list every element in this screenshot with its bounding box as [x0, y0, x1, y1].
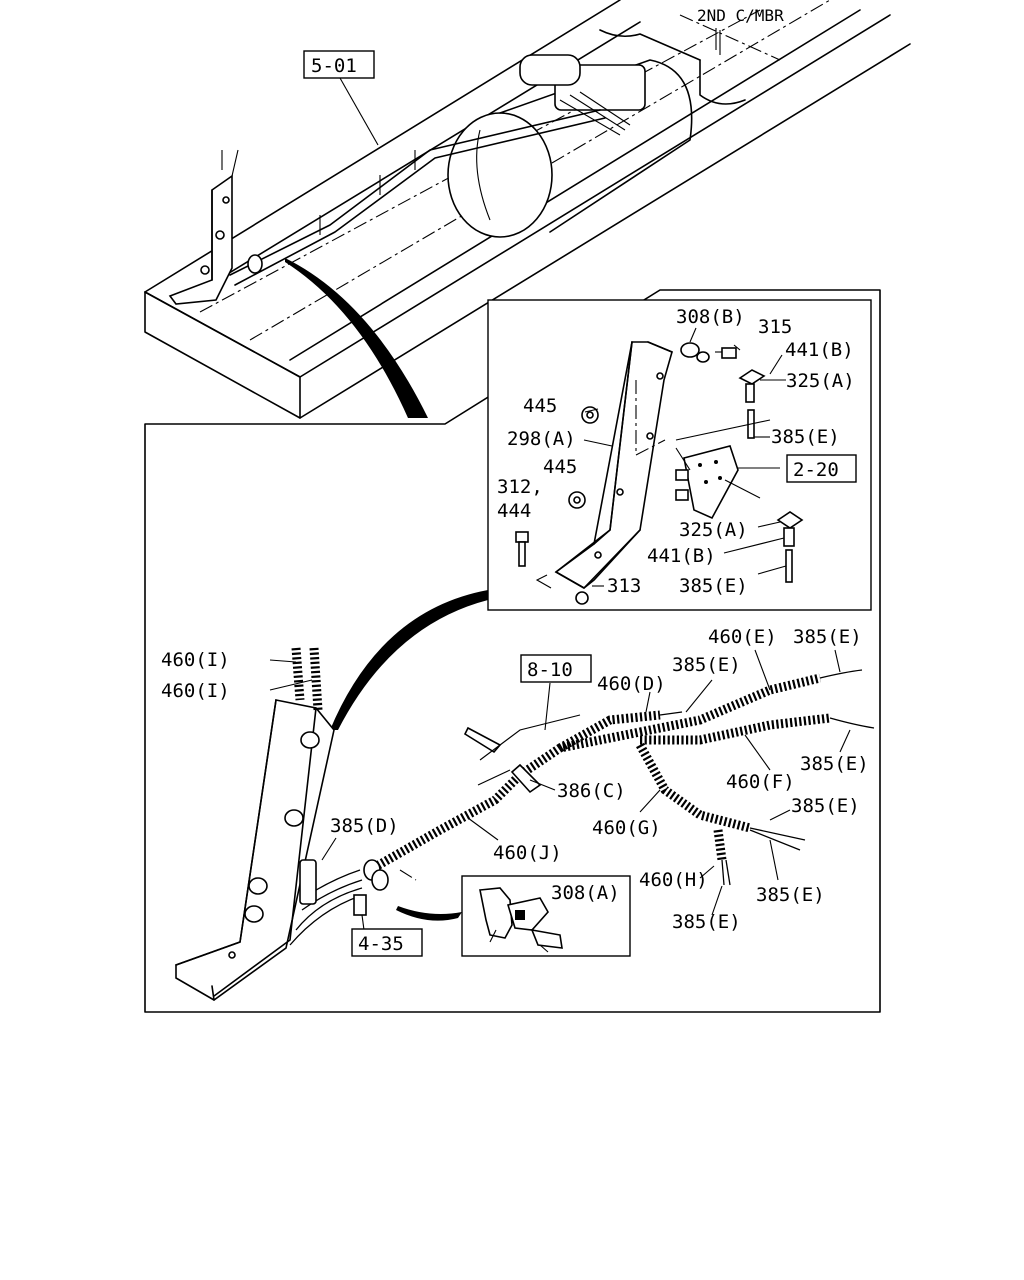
part-444: 444	[497, 500, 531, 522]
part-460i-2: 460(I)	[161, 680, 230, 702]
clip-308a	[479, 887, 563, 953]
inset-leaders	[535, 327, 787, 589]
part-460g: 460(G)	[592, 817, 661, 839]
part-315: 315	[758, 316, 792, 338]
part-385e-e: 385(E)	[756, 884, 825, 906]
part-386c: 386(C)	[557, 780, 626, 802]
part-385e-inset1: 385(E)	[771, 426, 840, 448]
part-308b: 308(B)	[676, 306, 745, 328]
part-460e: 460(E)	[708, 626, 777, 648]
part-385e-c: 385(E)	[800, 753, 869, 775]
part-385e-inset2: 385(E)	[679, 575, 748, 597]
part-313: 313	[607, 575, 641, 597]
part-325a-top: 325(A)	[786, 370, 855, 392]
ref-2-20[interactable]: 2-20	[793, 459, 839, 481]
fuel-tank	[447, 54, 693, 238]
inset-bracket	[554, 341, 673, 589]
part-312: 312,	[497, 476, 543, 498]
ref-5-01[interactable]: 5-01	[311, 55, 357, 77]
part-325a-bot: 325(A)	[679, 519, 748, 541]
part-385e-f: 385(E)	[672, 911, 741, 933]
inset-hardware	[515, 342, 804, 605]
callout-arrow-top	[285, 258, 428, 418]
part-385e-b: 385(E)	[672, 654, 741, 676]
top-bracket	[168, 109, 606, 305]
part-460f: 460(F)	[726, 771, 795, 793]
part-460h: 460(H)	[639, 869, 708, 891]
ref-8-10[interactable]: 8-10	[527, 659, 573, 681]
part-441b-top: 441(B)	[785, 339, 854, 361]
labels: 2ND C/MBR 5-01 2-20 8-10 4-35 308(B) 315…	[161, 6, 869, 957]
callout-arrow-inset	[330, 590, 488, 730]
part-298a: 298(A)	[507, 428, 576, 450]
part-385e-a: 385(E)	[793, 626, 862, 648]
part-441b-bot: 441(B)	[647, 545, 716, 567]
part-385d: 385(D)	[330, 815, 399, 837]
detail-frame	[144, 289, 881, 1013]
part-460j: 460(J)	[493, 842, 562, 864]
harness-leaders	[269, 649, 851, 931]
part-460i-1: 460(I)	[161, 649, 230, 671]
ref-4-35[interactable]: 4-35	[358, 933, 404, 955]
part-445-top: 445	[523, 395, 557, 417]
header-label: 2ND C/MBR	[697, 6, 784, 25]
part-385e-d: 385(E)	[791, 795, 860, 817]
part-445-mid: 445	[543, 456, 577, 478]
part-460d: 460(D)	[597, 673, 666, 695]
callout-arrow-clip	[396, 906, 462, 921]
part-308a: 308(A)	[551, 882, 620, 904]
wire-harness	[289, 669, 875, 946]
main-bracket	[175, 699, 335, 1001]
